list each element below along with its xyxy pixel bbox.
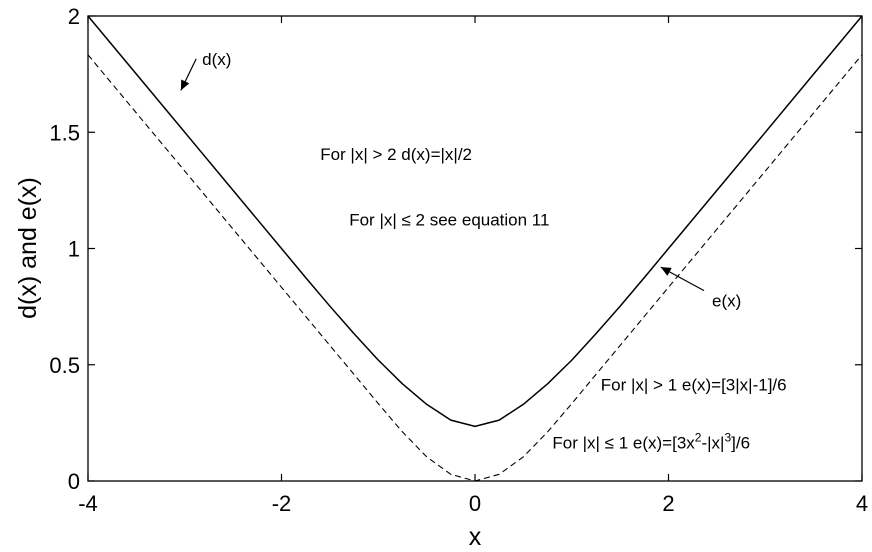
- x-tick-label: -4: [78, 491, 98, 516]
- superscript: 2: [695, 430, 702, 444]
- y-tick-label: 0.5: [49, 353, 80, 378]
- annotation-text: For |x| ≤ 1 e(x)=[3x2-|x|3]/6: [552, 430, 750, 452]
- series-line-dx: [87, 15, 863, 428]
- annotation-text: For |x| > 2 d(x)=|x|/2: [320, 145, 472, 164]
- annotation-part: ]/6: [731, 433, 750, 452]
- tick-marks: [87, 15, 863, 482]
- annotation-text: d(x): [202, 50, 231, 69]
- y-tick-label: 0: [68, 469, 80, 494]
- plot-frame: [87, 15, 863, 482]
- x-axis-label: x: [469, 523, 482, 551]
- y-tick-label: 1.5: [49, 120, 80, 145]
- annotation-arrow-head: [180, 79, 190, 91]
- series-group: [87, 15, 863, 482]
- series-line-ex: [87, 54, 863, 482]
- x-tick-label: 4: [856, 491, 868, 516]
- annotation-part: For |x| ≤ 1 e(x)=[3x: [552, 433, 695, 452]
- annotation-text: e(x): [712, 292, 741, 311]
- annotation-text: For |x| > 1 e(x)=[3|x|-1]/6: [601, 375, 787, 394]
- x-tick-label: 2: [662, 491, 674, 516]
- y-tick-label: 2: [68, 4, 80, 29]
- y-tick-label: 1: [68, 237, 80, 262]
- y-axis-label: d(x) and e(x): [14, 177, 42, 319]
- tick-labels: -4 -2 0 2 4 0 0.5 1 1.5 2: [49, 4, 868, 516]
- annotation-text: For |x| ≤ 2 see equation 11: [349, 210, 549, 229]
- x-tick-label: 0: [469, 491, 481, 516]
- superscript: 3: [724, 430, 731, 444]
- x-tick-label: -2: [272, 491, 292, 516]
- annotation-part: -|x|: [701, 433, 724, 452]
- annotation-arrow-head: [660, 267, 672, 276]
